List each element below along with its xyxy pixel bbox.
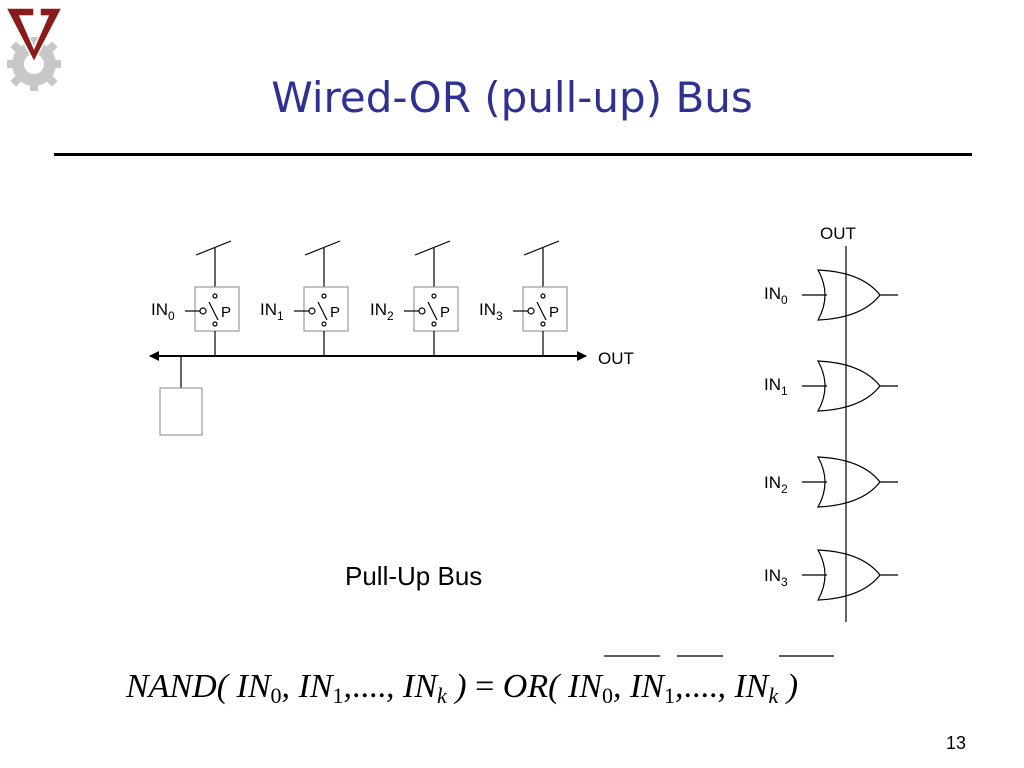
gate-input-label: IN3 bbox=[764, 566, 788, 589]
switch-contact bbox=[321, 293, 327, 299]
switch-contact bbox=[212, 321, 218, 327]
or-gate-diagram: OUT IN0 IN1 IN2 IN3 bbox=[764, 224, 898, 622]
circuit-diagram: OUT P IN0 P IN1 bbox=[149, 224, 898, 622]
switch-input-label: IN3 bbox=[479, 300, 503, 323]
switch-contact bbox=[321, 321, 327, 327]
pull-up-switch: P IN2 bbox=[370, 240, 459, 356]
or-gate-body bbox=[816, 549, 881, 601]
gate-bubble bbox=[527, 307, 535, 315]
supply-rail bbox=[304, 240, 341, 287]
supply-rail bbox=[414, 240, 451, 287]
logo-mark bbox=[4, 7, 64, 64]
or-gate-body bbox=[816, 269, 881, 321]
switch-contact bbox=[431, 293, 437, 299]
switch-label: P bbox=[221, 304, 231, 321]
switch-contact bbox=[212, 293, 218, 299]
supply-rail bbox=[195, 240, 232, 287]
formula-text: NAND( IN0, IN1,...., INk ) = OR( IN0, IN… bbox=[125, 668, 798, 708]
gate-out-label: OUT bbox=[820, 224, 856, 243]
switch-contact bbox=[540, 321, 546, 327]
or-gate: IN3 bbox=[764, 549, 898, 601]
switch-input-label: IN2 bbox=[370, 300, 394, 323]
switch-input-label: IN1 bbox=[260, 300, 284, 323]
slide-number: 13 bbox=[945, 733, 966, 753]
switch-label: P bbox=[549, 304, 559, 321]
bus-caption: Pull-Up Bus bbox=[345, 561, 482, 591]
bus-out-label: OUT bbox=[598, 349, 634, 368]
gate-input-label: IN2 bbox=[764, 473, 788, 496]
switch-blade bbox=[317, 301, 328, 321]
pull-up-switch: P IN1 bbox=[260, 240, 349, 356]
or-gate: IN1 bbox=[764, 360, 898, 412]
switch-box bbox=[194, 286, 240, 332]
switch-contact bbox=[540, 293, 546, 299]
pull-up-switch: P IN0 bbox=[151, 240, 240, 356]
title-divider bbox=[54, 153, 972, 156]
or-gate: IN2 bbox=[764, 456, 898, 508]
or-gate-body bbox=[816, 456, 881, 508]
switch-contact bbox=[431, 321, 437, 327]
switch-box bbox=[413, 286, 459, 332]
switch-box bbox=[303, 286, 349, 332]
gate-bubble bbox=[418, 307, 426, 315]
pull-up-switch: P IN3 bbox=[479, 240, 568, 356]
switch-label: P bbox=[440, 304, 450, 321]
pull-up-bus-diagram: OUT P IN0 P IN1 bbox=[149, 240, 634, 591]
gate-bubble bbox=[199, 307, 207, 315]
load-box bbox=[159, 387, 203, 436]
switch-blade bbox=[427, 301, 438, 321]
switch-box bbox=[522, 286, 568, 332]
switch-label: P bbox=[330, 304, 340, 321]
institution-logo bbox=[0, 0, 70, 93]
switch-blade bbox=[208, 301, 219, 321]
switch-blade bbox=[536, 301, 547, 321]
supply-rail bbox=[523, 240, 560, 287]
switch-input-label: IN0 bbox=[151, 300, 175, 323]
gate-input-label: IN0 bbox=[764, 284, 788, 307]
slide-title: Wired-OR (pull-up) Bus bbox=[271, 73, 753, 122]
or-gate: IN0 bbox=[764, 269, 898, 321]
gate-bubble bbox=[308, 307, 316, 315]
or-gate-body bbox=[816, 360, 881, 412]
gate-input-label: IN1 bbox=[764, 375, 788, 398]
